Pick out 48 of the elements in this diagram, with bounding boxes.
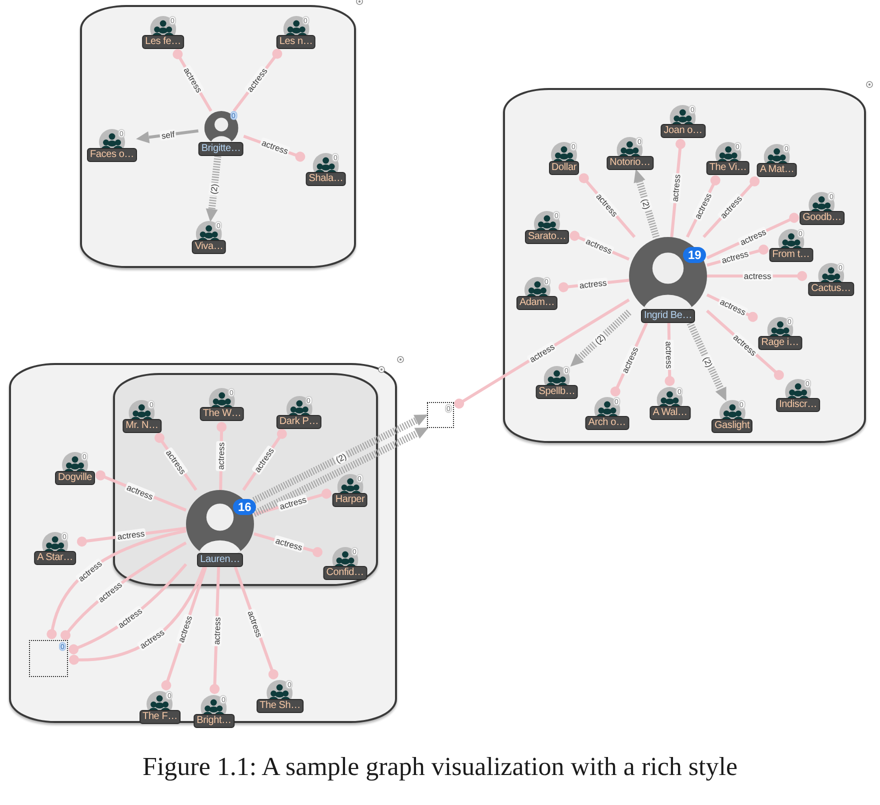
node-label: Shala… bbox=[306, 172, 346, 186]
node-label: Mr. N… bbox=[122, 419, 162, 433]
node-label: Indiscr… bbox=[776, 398, 820, 412]
node-label: Joan o… bbox=[660, 124, 706, 138]
node-label: Les n… bbox=[276, 35, 316, 49]
node-label: Les fe… bbox=[142, 35, 184, 49]
node-label: Bright… bbox=[194, 714, 234, 728]
node-label: The Sh… bbox=[256, 699, 304, 713]
node-label: Adam… bbox=[516, 296, 558, 310]
node-label: The F… bbox=[140, 710, 180, 724]
node-label: A Star… bbox=[34, 551, 76, 565]
node-label: A Wal… bbox=[650, 406, 690, 420]
placeholder-box bbox=[29, 640, 68, 677]
edge-label: actress bbox=[664, 340, 674, 370]
node-label: The Vi… bbox=[706, 161, 750, 175]
node-label: Dollar bbox=[548, 161, 580, 175]
node-label: Gaslight bbox=[711, 419, 753, 433]
node-label: A Mat… bbox=[756, 163, 798, 177]
node-label: Dogville bbox=[55, 471, 95, 485]
node-label: Brigitte… bbox=[198, 142, 244, 156]
node-label: Sarato… bbox=[524, 230, 570, 244]
node-label: Goodb… bbox=[800, 211, 844, 225]
node-label: The W… bbox=[200, 407, 244, 421]
arrow bbox=[570, 310, 632, 367]
edge-label: actress bbox=[216, 440, 226, 471]
arrow bbox=[634, 169, 660, 238]
node-label: Rage i… bbox=[758, 336, 802, 350]
edge-label: actress bbox=[742, 271, 773, 281]
arrow bbox=[686, 322, 726, 401]
node-label: Arch o… bbox=[585, 416, 629, 430]
node-label: Viva… bbox=[192, 240, 226, 254]
count-badge: 19 bbox=[683, 247, 706, 263]
node-label: Lauren… bbox=[197, 553, 243, 567]
arrow bbox=[252, 428, 429, 518]
arrow bbox=[252, 414, 428, 504]
node-label: Spellb… bbox=[536, 385, 578, 399]
node-label: Ingrid Be… bbox=[640, 309, 696, 323]
arrow bbox=[206, 156, 222, 222]
node-label: Dark P… bbox=[276, 415, 322, 429]
node-label: Faces o… bbox=[87, 148, 137, 162]
node-label: Notorio… bbox=[606, 156, 654, 170]
node-label: Confid… bbox=[323, 566, 367, 580]
figure-caption: Figure 1.1: A sample graph visualization with a rich style bbox=[142, 752, 738, 781]
count-badge: 16 bbox=[233, 499, 256, 515]
node-label: Cactus… bbox=[808, 282, 854, 296]
node-label: From t… bbox=[769, 248, 813, 262]
placeholder-box bbox=[427, 402, 454, 428]
node-label: Harper bbox=[332, 493, 368, 507]
